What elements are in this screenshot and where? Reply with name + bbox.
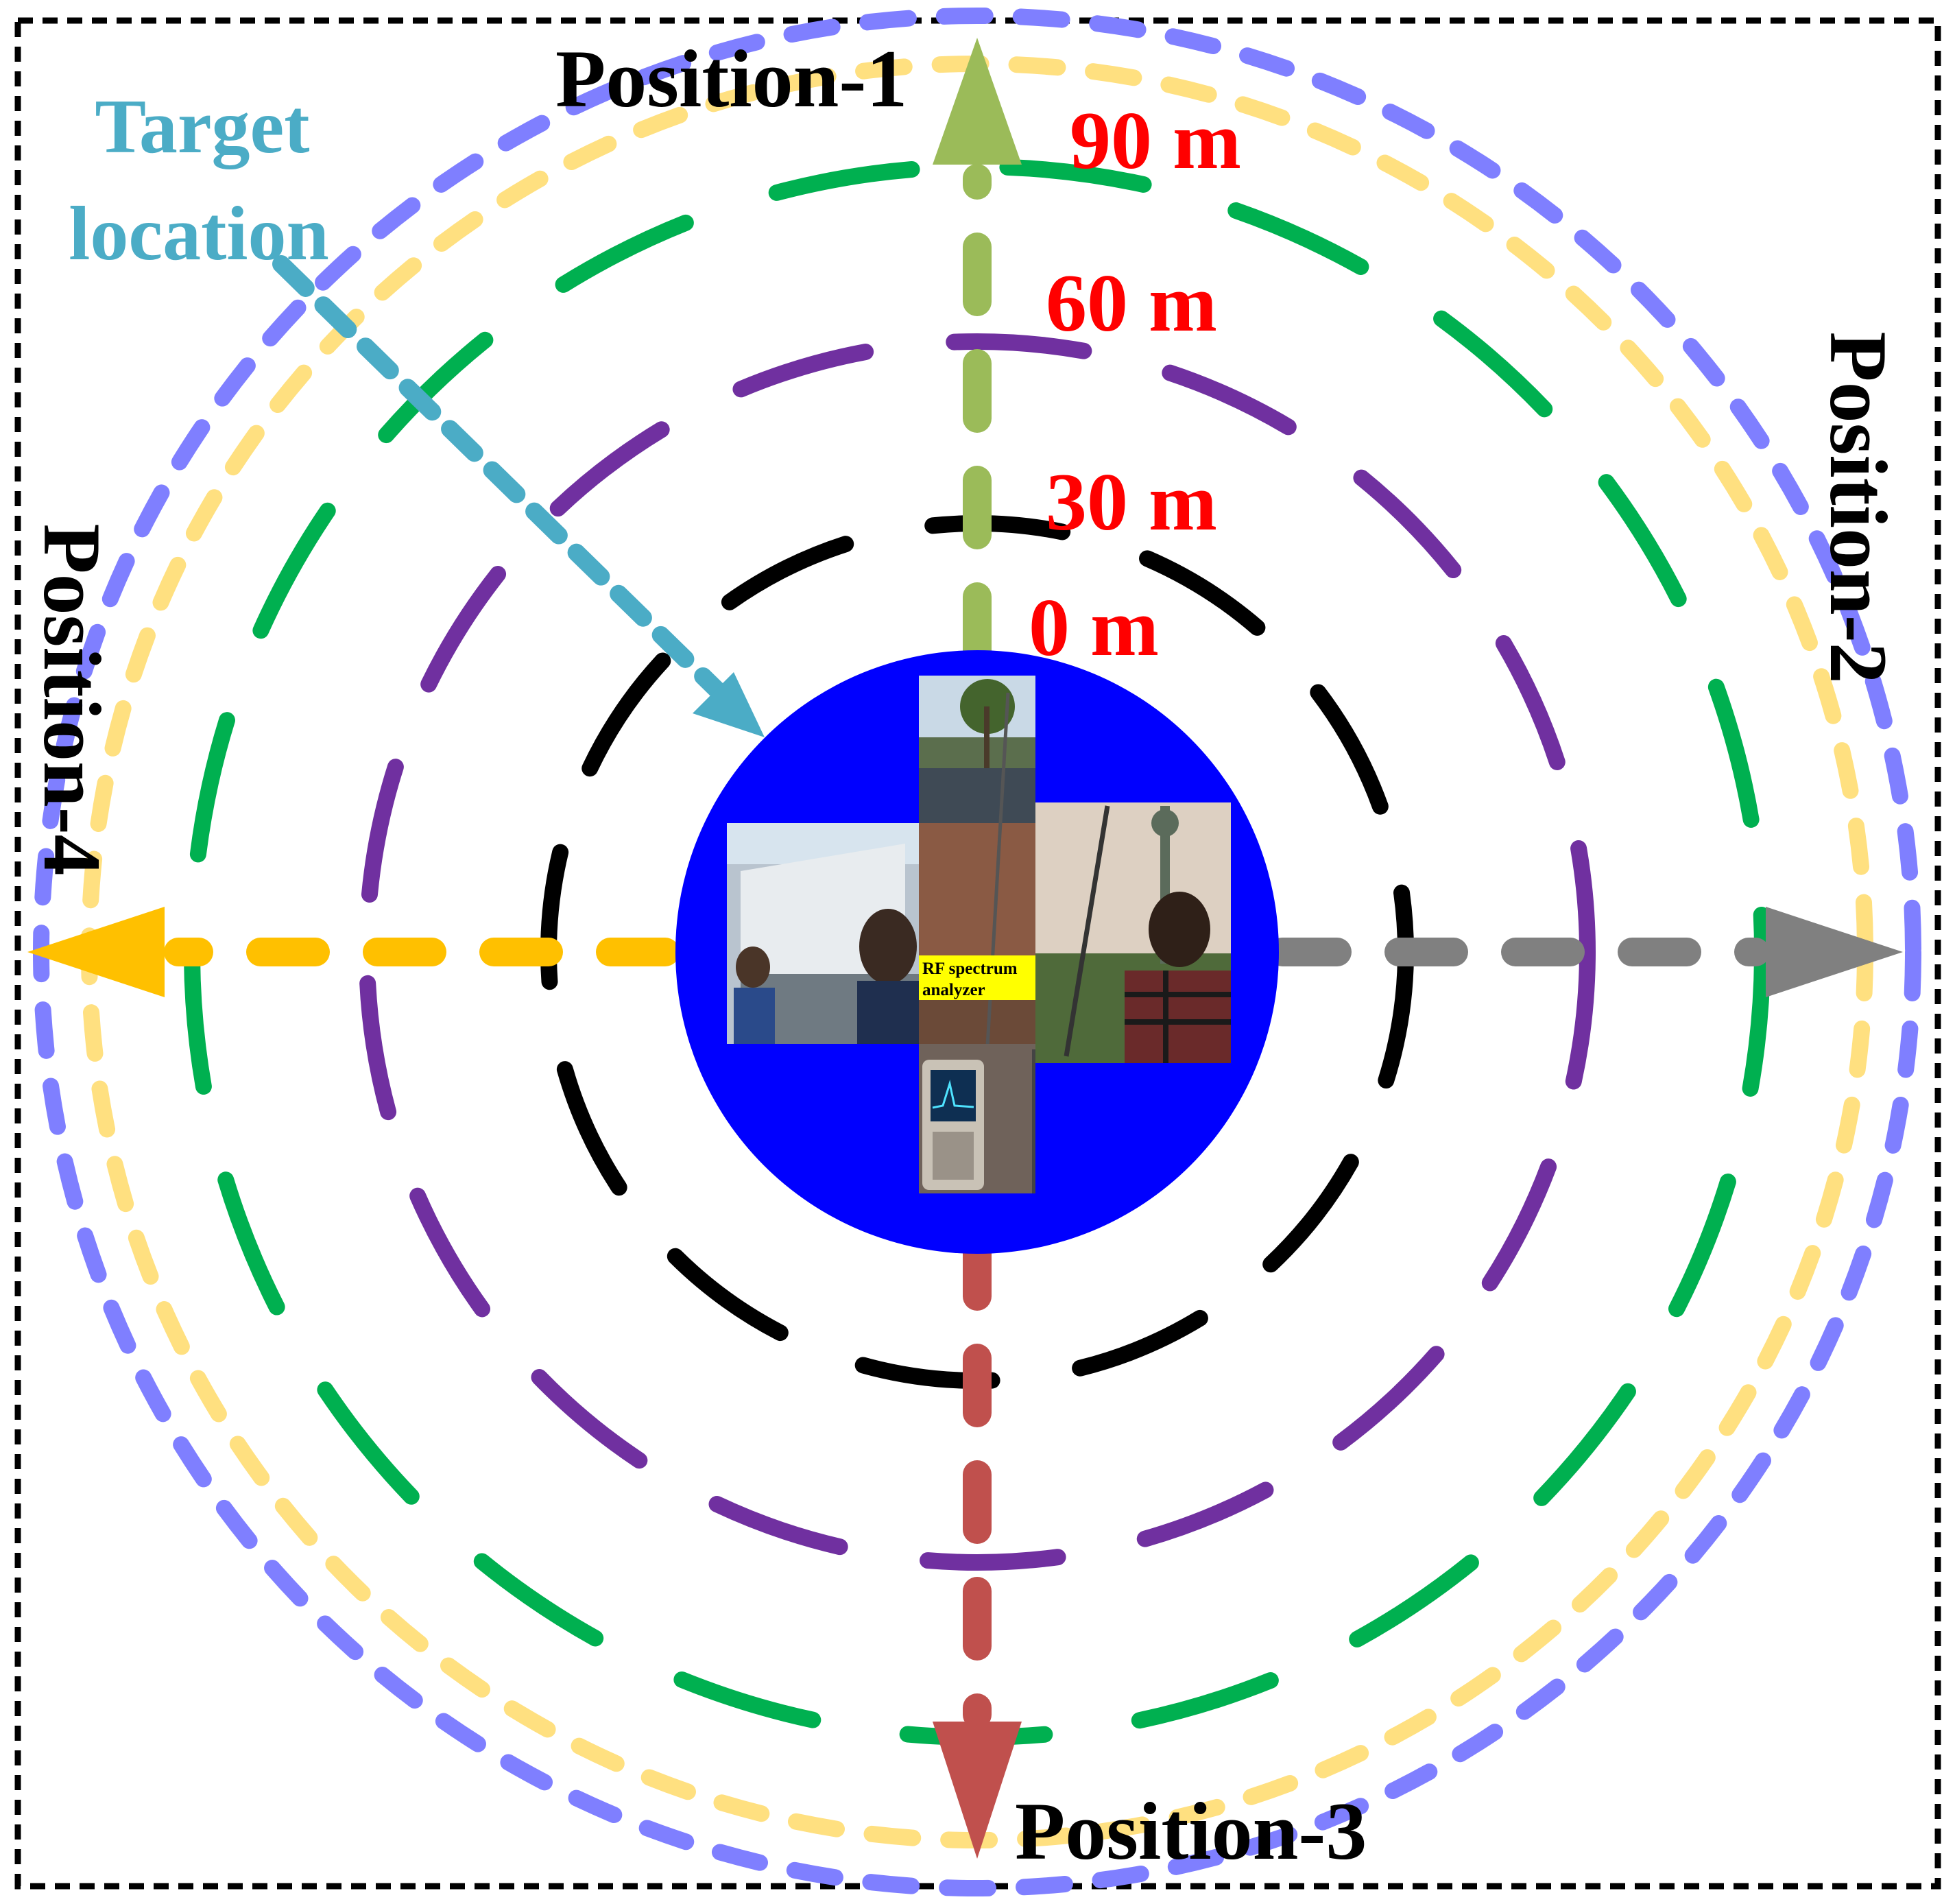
label-position-4: Position-4: [27, 523, 118, 875]
photo-field-site-trees: [919, 676, 1035, 823]
label-ring-30m: 30 m: [1046, 456, 1217, 547]
label-ring-60m: 60 m: [1046, 257, 1217, 348]
ring-60m: [359, 333, 1596, 1571]
target-arrow-shaft: [272, 255, 736, 709]
label-position-1: Position-1: [555, 33, 907, 124]
analyzer-label-line2: analyzer: [922, 981, 985, 999]
arrow-position-4-head: [27, 907, 165, 997]
target-arrow-head: [693, 672, 765, 737]
label-ring-90m: 90 m: [1070, 95, 1241, 186]
label-target-line2: location: [69, 191, 329, 276]
arrow-position-3-head: [933, 1722, 1022, 1859]
label-target-line1: Target: [95, 84, 309, 169]
arrow-position-2-head: [1766, 907, 1903, 997]
photo-mast-selfie: [1035, 802, 1231, 1063]
photo-spectrum-analyzer-device: [919, 1044, 1035, 1193]
label-position-3: Position-3: [1015, 1785, 1367, 1877]
label-ring-0m: 0 m: [1029, 582, 1159, 673]
photo-building-selfie: [727, 823, 919, 1044]
analyzer-label-line1: RF spectrum: [922, 960, 1018, 978]
arrow-position-1-head: [933, 38, 1022, 165]
analyzer-label-box: [919, 955, 1035, 1000]
label-position-2: Position-2: [1813, 331, 1904, 683]
